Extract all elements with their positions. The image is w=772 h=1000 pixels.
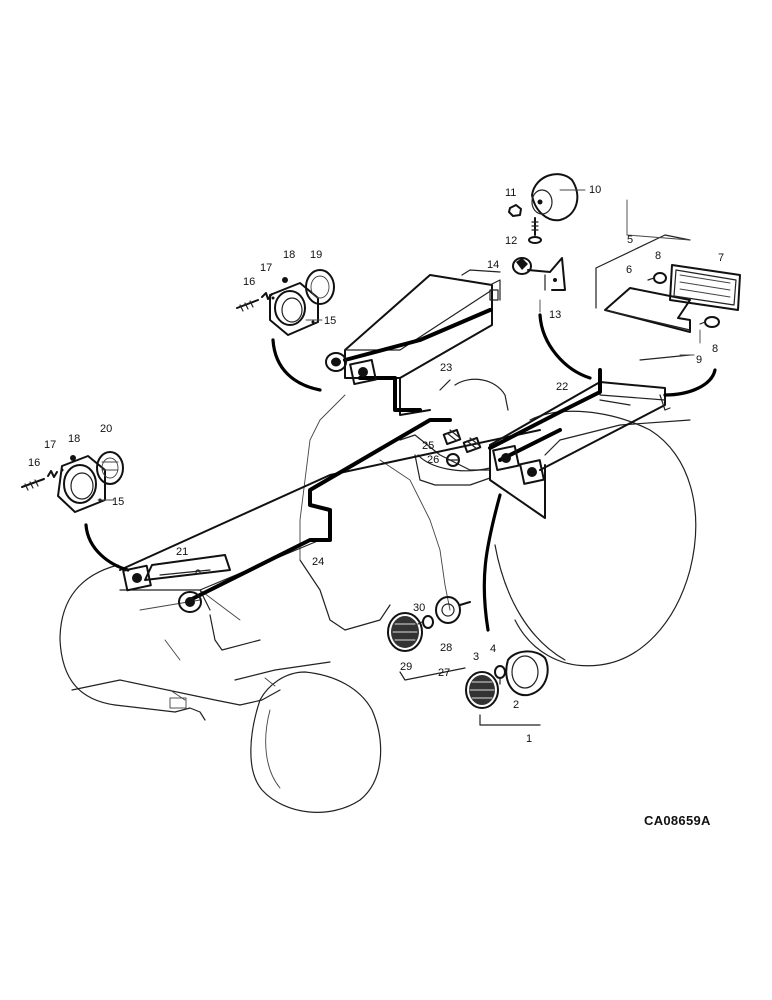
- lamp-socket-28: [435, 596, 471, 624]
- nut-18-lower: [70, 455, 76, 461]
- callout-23: 23: [440, 362, 452, 374]
- bulb-8: [647, 272, 720, 328]
- side-lamp-lens-3: [465, 671, 499, 709]
- callout-8-bottom: 8: [712, 343, 718, 355]
- callout-2: 2: [513, 699, 519, 711]
- bulb-30: [417, 615, 434, 629]
- spring-17-lower: [47, 470, 58, 478]
- callout-19: 19: [310, 249, 322, 261]
- callout-12: 12: [505, 235, 517, 247]
- callout-25: 25: [422, 440, 434, 452]
- callout-7: 7: [718, 252, 724, 264]
- callout-17-lower: 17: [44, 439, 56, 451]
- spring-17-upper: [261, 292, 273, 300]
- bracket-13: [527, 257, 566, 291]
- tail-lamp-bracket-6: [604, 287, 691, 333]
- lamp-lens-19: [305, 269, 335, 305]
- figure-code: CA08659A: [644, 813, 711, 828]
- callout-13: 13: [549, 309, 561, 321]
- side-lamp-housing-2: [505, 650, 549, 697]
- bulb-4: [494, 665, 506, 685]
- bracket-line-27: [399, 667, 466, 681]
- callout-14: 14: [487, 259, 499, 271]
- lamp-lens-29: [387, 612, 423, 652]
- callout-15-lower: 15: [112, 496, 124, 508]
- callout-17-upper: 17: [260, 262, 272, 274]
- callout-3: 3: [473, 651, 479, 663]
- callout-4: 4: [490, 643, 496, 655]
- callout-11: 11: [505, 187, 516, 199]
- bracket-lines-5: [595, 234, 691, 361]
- callout-24: 24: [312, 556, 324, 568]
- callout-1: 1: [526, 733, 532, 745]
- callout-9: 9: [696, 354, 702, 366]
- callout-10: 10: [589, 184, 601, 196]
- leader-curves: [84, 313, 717, 632]
- callout-8-top: 8: [655, 250, 661, 262]
- bolt-16-lower: [21, 478, 45, 491]
- clip-26: [446, 453, 460, 467]
- mount-14: [512, 257, 532, 275]
- callout-27: 27: [438, 667, 450, 679]
- callout-26: 26: [427, 454, 439, 466]
- tail-lamp-7: [669, 264, 741, 311]
- bracket-line-1: [479, 714, 541, 726]
- grommet-25: [442, 428, 482, 454]
- beacon-lamp: [531, 173, 579, 222]
- plate-21: [144, 554, 231, 581]
- wiring-harness: [188, 308, 602, 602]
- mounted-lamps: [122, 352, 545, 613]
- work-lamp-upper: [269, 282, 319, 336]
- callout-18-upper: 18: [283, 249, 295, 261]
- callout-20: 20: [100, 423, 112, 435]
- nut-11: [508, 204, 522, 217]
- tractor-body-outline: [59, 378, 697, 813]
- lamp-lens-20: [96, 451, 124, 485]
- screw-12: [528, 217, 542, 244]
- callout-16-lower: 16: [28, 457, 40, 469]
- callout-21: 21: [176, 546, 188, 558]
- rear-light-bracket: [344, 269, 501, 416]
- callout-6: 6: [626, 264, 632, 276]
- bolt-16-upper: [236, 299, 259, 312]
- callout-15-upper: 15: [324, 315, 336, 327]
- callout-28: 28: [440, 642, 452, 654]
- callout-5: 5: [627, 234, 633, 246]
- callout-labels: 1 2 3 4 5 6 7 8 8 9 10 11 12 13 14 15 15…: [28, 184, 724, 745]
- callout-29: 29: [400, 661, 412, 673]
- nut-18-upper: [282, 277, 288, 283]
- callout-30: 30: [413, 602, 425, 614]
- callout-18-lower: 18: [68, 433, 80, 445]
- callout-16-upper: 16: [243, 276, 255, 288]
- callout-22: 22: [556, 381, 568, 393]
- leader-lines: [97, 189, 701, 501]
